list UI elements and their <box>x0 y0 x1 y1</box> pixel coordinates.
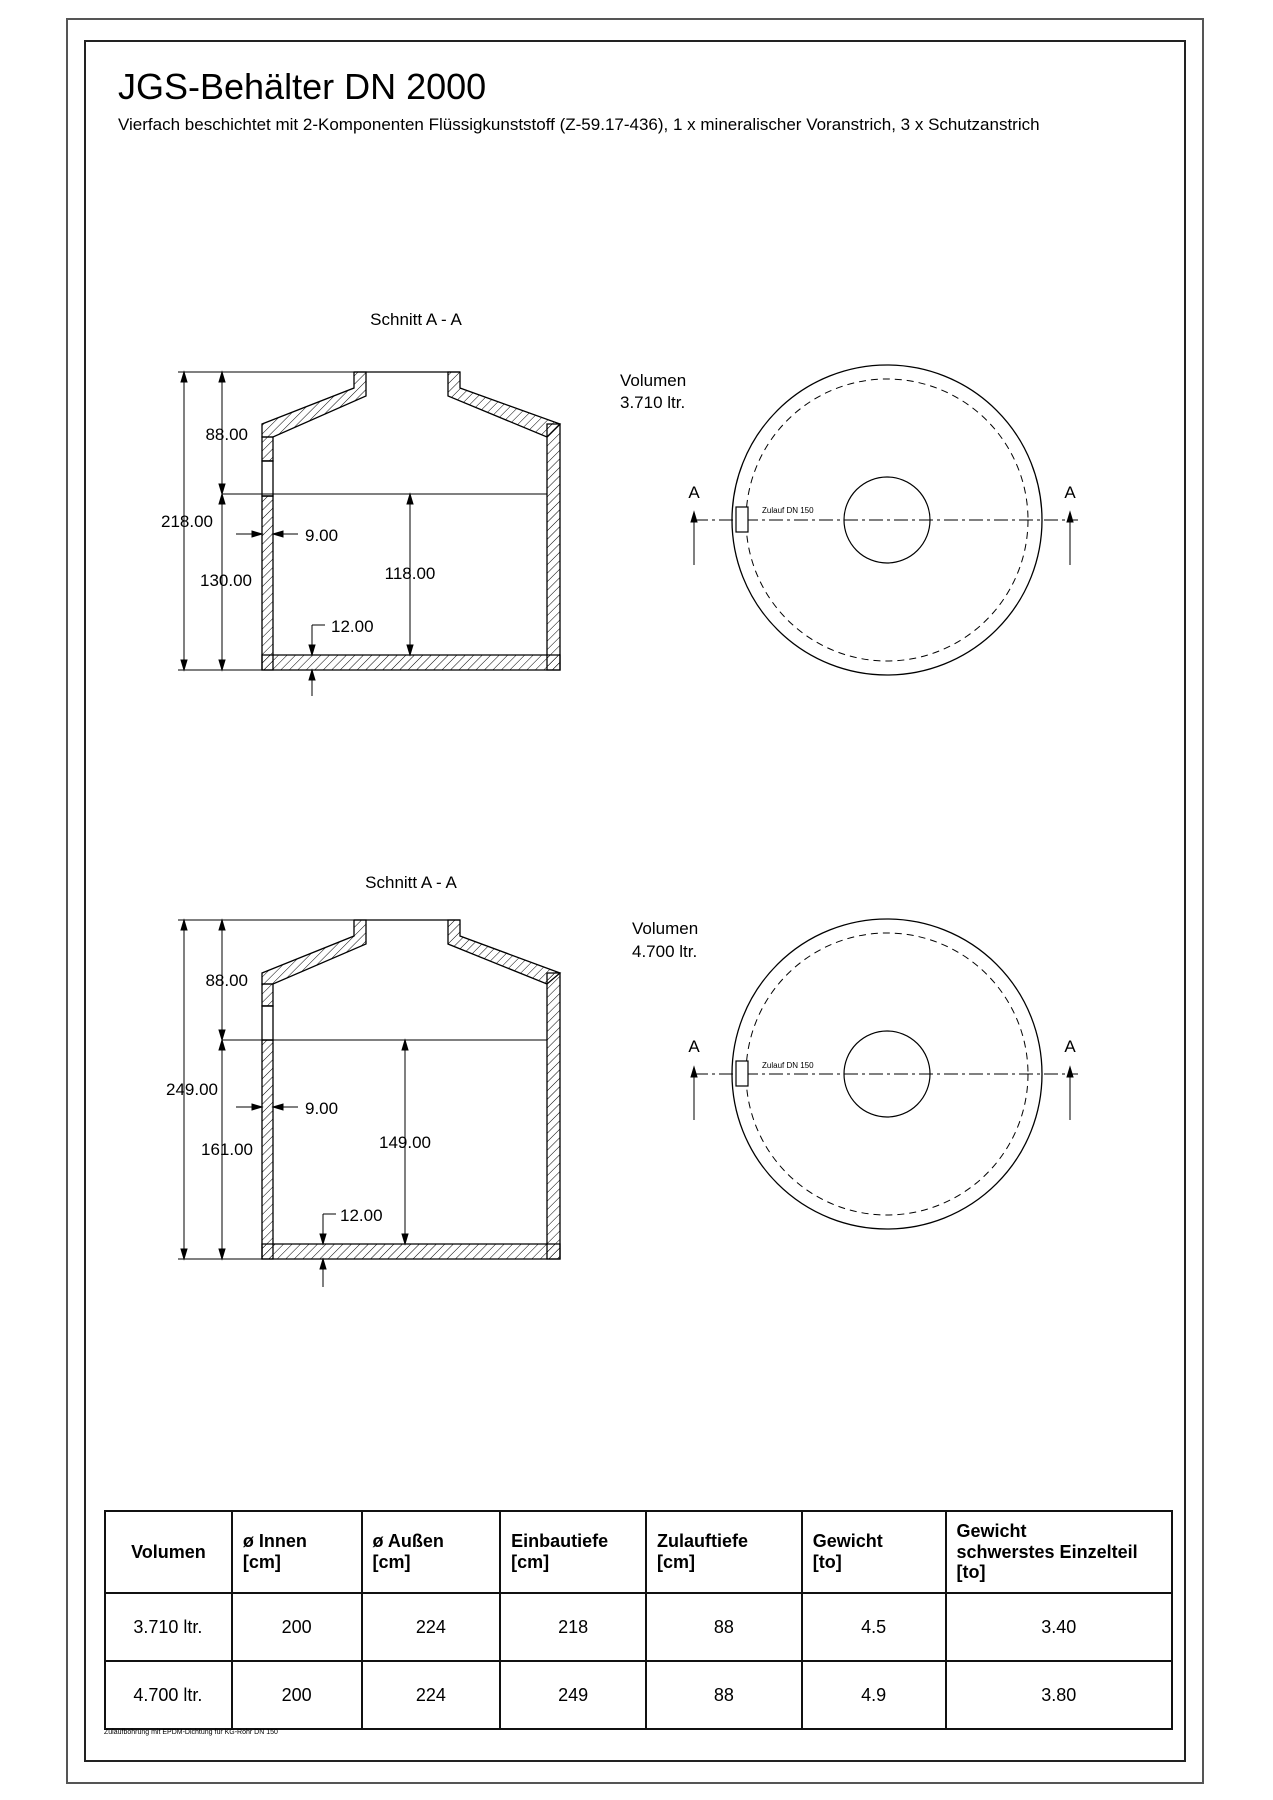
table-row: 3.710 ltr. 200 224 218 88 4.5 3.40 <box>104 1592 1173 1662</box>
table-cell: 3.80 <box>944 1660 1173 1730</box>
volume-label: Volumen <box>620 371 686 390</box>
table-header-cell: Einbautiefe[cm] <box>499 1510 648 1594</box>
inner-frame <box>84 40 1186 1762</box>
outer-frame <box>66 18 1204 1784</box>
table-cell: 224 <box>360 1660 502 1730</box>
header-line: schwerstes Einzelteil <box>956 1541 1138 1562</box>
dim-inner-height: 118.00 <box>385 564 436 583</box>
table-header-cell: Gewicht[to] <box>800 1510 947 1594</box>
header-line: Gewicht <box>956 1520 1027 1541</box>
table-cell: 3.40 <box>944 1592 1173 1662</box>
table-header-cell: Volumen <box>104 1510 233 1594</box>
dim-wall-thickness: 9.00 <box>305 1099 338 1118</box>
table-header-cell: ø Außen[cm] <box>360 1510 502 1594</box>
table-header-row: Volumen ø Innen[cm] ø Außen[cm] Einbauti… <box>104 1510 1173 1594</box>
dim-floor-thickness: 12.00 <box>331 617 374 636</box>
volume-label: Volumen <box>632 919 698 938</box>
inlet-label: Zulauf DN 150 <box>762 506 814 515</box>
table-cell: 200 <box>230 1592 363 1662</box>
table-header-cell: ø Innen[cm] <box>230 1510 363 1594</box>
volume-value: 3.710 ltr. <box>620 393 685 412</box>
table-cell: 218 <box>499 1592 648 1662</box>
dim-total-height: 218.00 <box>161 512 213 531</box>
table-row: 4.700 ltr. 200 224 249 88 4.9 3.80 <box>104 1660 1173 1730</box>
plan-view <box>690 364 1078 676</box>
header-unit: [to] <box>812 1552 842 1572</box>
dim-lower-height: 130.00 <box>200 571 252 590</box>
tank-cross-section <box>261 919 562 1260</box>
section-marker-right: A <box>1064 483 1076 502</box>
section-marker-right: A <box>1064 1037 1076 1056</box>
page-subtitle: Vierfach beschichtet mit 2-Komponenten F… <box>118 115 1040 134</box>
footnote: Zulaufbohrung mit EPDM-Dichtung für KG-R… <box>104 1729 278 1736</box>
table-cell: 88 <box>645 1592 803 1662</box>
table-header-cell: Zulauftiefe[cm] <box>645 1510 803 1594</box>
header-line: Gewicht <box>812 1531 883 1552</box>
dim-top-height: 88.00 <box>205 971 248 990</box>
table-cell: 4.700 ltr. <box>104 1660 233 1730</box>
dim-wall-thickness: 9.00 <box>305 526 338 545</box>
dim-top-height: 88.00 <box>205 425 248 444</box>
header-line: ø Außen <box>372 1531 444 1552</box>
header-unit: [to] <box>956 1562 986 1583</box>
page-title: JGS-Behälter DN 2000 <box>118 66 487 107</box>
header-unit: [cm] <box>242 1552 281 1572</box>
dim-total-height: 249.00 <box>166 1080 218 1099</box>
tank-variant-2: Schnitt A - A <box>166 873 1078 1287</box>
dimension-lines <box>178 370 414 696</box>
section-marker-left: A <box>688 1037 700 1056</box>
table-cell: 249 <box>499 1660 648 1730</box>
tank-cross-section <box>261 371 562 671</box>
inlet-label: Zulauf DN 150 <box>762 1061 814 1070</box>
table-cell: 224 <box>360 1592 502 1662</box>
table-cell: 3.710 ltr. <box>104 1592 233 1662</box>
header-unit: [cm] <box>657 1552 696 1572</box>
header-unit: [cm] <box>511 1552 550 1572</box>
table-cell: 200 <box>230 1660 363 1730</box>
section-label: Schnitt A - A <box>365 873 457 892</box>
spec-table: Volumen ø Innen[cm] ø Außen[cm] Einbauti… <box>104 1510 1173 1730</box>
section-marker-left: A <box>688 483 700 502</box>
plan-view <box>690 918 1078 1230</box>
header-line: Volumen <box>131 1541 206 1562</box>
section-label: Schnitt A - A <box>370 310 462 329</box>
dim-lower-height: 161.00 <box>201 1140 253 1159</box>
tank-variant-1: Schnitt A - A <box>161 310 1078 696</box>
header-line: Zulauftiefe <box>657 1531 749 1552</box>
table-cell: 4.9 <box>800 1660 947 1730</box>
table-cell: 4.5 <box>800 1592 947 1662</box>
dim-inner-height: 149.00 <box>379 1133 431 1152</box>
volume-value: 4.700 ltr. <box>632 942 697 961</box>
header-line: Einbautiefe <box>511 1531 609 1552</box>
dim-floor-thickness: 12.00 <box>340 1206 383 1225</box>
header-line: ø Innen <box>242 1531 307 1552</box>
dimension-lines <box>178 918 409 1287</box>
table-cell: 88 <box>645 1660 803 1730</box>
header-unit: [cm] <box>372 1552 411 1572</box>
